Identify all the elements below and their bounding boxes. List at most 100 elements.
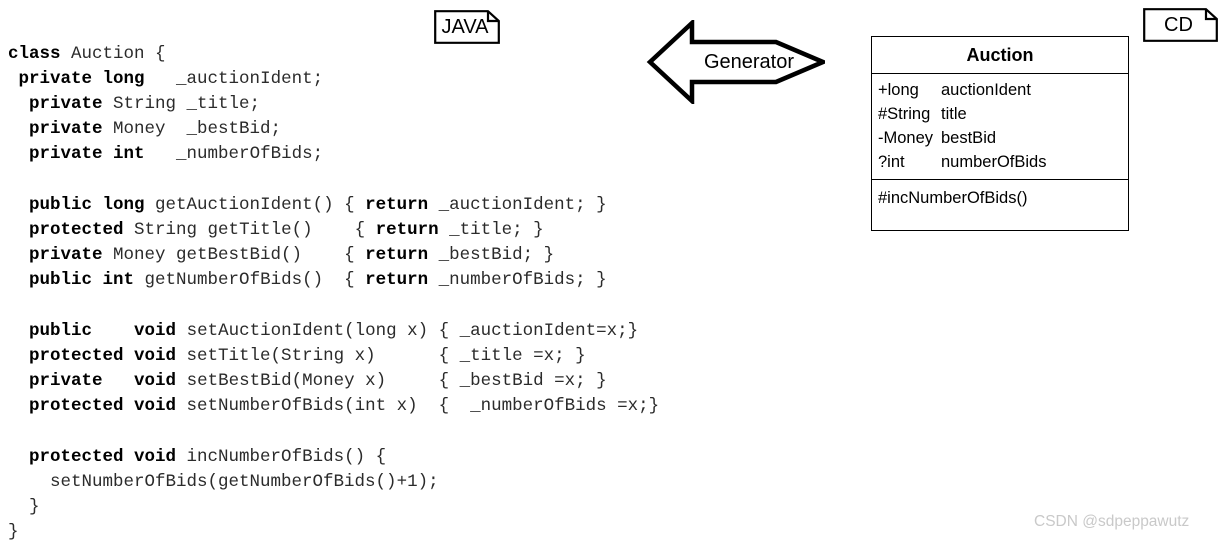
code-text: [8, 144, 29, 164]
uml-attribute-name: title: [941, 102, 967, 126]
java-language-tag: JAVA: [434, 10, 500, 44]
generator-arrow: Generator: [645, 20, 825, 104]
code-keyword: private: [29, 94, 113, 114]
code-text: [8, 245, 29, 265]
code-text: getAuctionIdent() {: [155, 195, 365, 215]
code-keyword: return: [365, 245, 439, 265]
code-text: [92, 321, 134, 341]
code-text: }: [8, 522, 19, 542]
code-keyword: protected void: [29, 447, 187, 467]
code-text: [8, 346, 29, 366]
code-text: [8, 270, 29, 290]
code-text: [8, 195, 29, 215]
uml-class-name: Auction: [872, 37, 1128, 74]
uml-attribute-name: bestBid: [941, 126, 996, 150]
code-text: setNumberOfBids(int x) { _numberOfBids =…: [187, 396, 660, 416]
code-text: [8, 94, 29, 114]
uml-attribute-name: numberOfBids: [941, 150, 1046, 174]
code-line: public int getNumberOfBids() { return _n…: [8, 268, 659, 293]
code-keyword: protected void: [29, 396, 187, 416]
uml-operations-compartment: #incNumberOfBids(): [872, 180, 1128, 214]
code-line: private Money _bestBid;: [8, 117, 659, 142]
code-text: _title; }: [449, 220, 544, 240]
java-source-code: class Auction { private long _auctionIde…: [8, 42, 659, 545]
code-line: public long getAuctionIdent() { return _…: [8, 193, 659, 218]
code-text: [8, 447, 29, 467]
code-line: [8, 167, 659, 192]
code-line: }: [8, 495, 659, 520]
code-keyword: return: [365, 270, 439, 290]
uml-attribute-type: -Money: [878, 126, 941, 150]
code-line: protected void setTitle(String x) { _tit…: [8, 344, 659, 369]
code-text: String _title;: [113, 94, 260, 114]
code-text: [8, 119, 29, 139]
watermark: CSDN @sdpeppawutz: [1034, 513, 1189, 531]
uml-attribute-type: +long: [878, 78, 941, 102]
code-line: protected void incNumberOfBids() {: [8, 445, 659, 470]
code-keyword: public int: [29, 270, 145, 290]
code-text: _bestBid; }: [439, 245, 555, 265]
code-text: [103, 371, 135, 391]
code-text: Auction {: [71, 44, 166, 64]
code-line: protected void setNumberOfBids(int x) { …: [8, 394, 659, 419]
code-line: [8, 419, 659, 444]
code-line: private long _auctionIdent;: [8, 67, 659, 92]
code-keyword: private: [29, 245, 113, 265]
code-text: }: [8, 497, 40, 517]
code-line: private void setBestBid(Money x) { _best…: [8, 369, 659, 394]
generator-label: Generator: [645, 20, 825, 104]
code-text: Money _bestBid;: [113, 119, 281, 139]
code-text: [8, 321, 29, 341]
code-keyword: void: [134, 321, 187, 341]
code-text: [8, 396, 29, 416]
code-keyword: return: [365, 195, 439, 215]
code-keyword: protected void: [29, 346, 187, 366]
code-keyword: return: [376, 220, 450, 240]
code-text: _numberOfBids; }: [439, 270, 607, 290]
code-text: _auctionIdent;: [155, 69, 323, 89]
code-keyword: private: [29, 371, 103, 391]
code-keyword: void: [134, 371, 187, 391]
class-diagram-tag: CD: [1143, 8, 1218, 42]
code-keyword: public long: [29, 195, 155, 215]
code-text: setBestBid(Money x) { _bestBid =x; }: [187, 371, 607, 391]
code-keyword: private int: [29, 144, 145, 164]
code-text: String getTitle() {: [134, 220, 376, 240]
code-keyword: public: [29, 321, 92, 341]
java-tag-label: JAVA: [434, 10, 500, 44]
code-text: _numberOfBids;: [145, 144, 324, 164]
code-line: private Money getBestBid() { return _bes…: [8, 243, 659, 268]
cd-tag-label: CD: [1143, 8, 1218, 42]
code-text: [8, 371, 29, 391]
code-keyword: class: [8, 44, 71, 64]
uml-attribute-name: auctionIdent: [941, 78, 1031, 102]
code-line: }: [8, 520, 659, 545]
code-text: Money getBestBid() {: [113, 245, 365, 265]
code-text: _auctionIdent; }: [439, 195, 607, 215]
code-line: private int _numberOfBids;: [8, 142, 659, 167]
code-text: [8, 220, 29, 240]
code-line: [8, 293, 659, 318]
code-text: [8, 69, 19, 89]
code-line: protected String getTitle() { return _ti…: [8, 218, 659, 243]
code-text: getNumberOfBids() {: [145, 270, 366, 290]
code-keyword: private long: [19, 69, 156, 89]
code-text: setTitle(String x) { _title =x; }: [187, 346, 586, 366]
code-line: class Auction {: [8, 42, 659, 67]
code-line: private String _title;: [8, 92, 659, 117]
code-text: setAuctionIdent(long x) { _auctionIdent=…: [187, 321, 639, 341]
code-keyword: protected: [29, 220, 134, 240]
uml-attribute-type: ?int: [878, 150, 941, 174]
code-line: setNumberOfBids(getNumberOfBids()+1);: [8, 470, 659, 495]
code-keyword: private: [29, 119, 113, 139]
code-text: incNumberOfBids() {: [187, 447, 387, 467]
code-line: public void setAuctionIdent(long x) { _a…: [8, 319, 659, 344]
code-text: setNumberOfBids(getNumberOfBids()+1);: [8, 472, 439, 492]
uml-attribute-type: #String: [878, 102, 941, 126]
